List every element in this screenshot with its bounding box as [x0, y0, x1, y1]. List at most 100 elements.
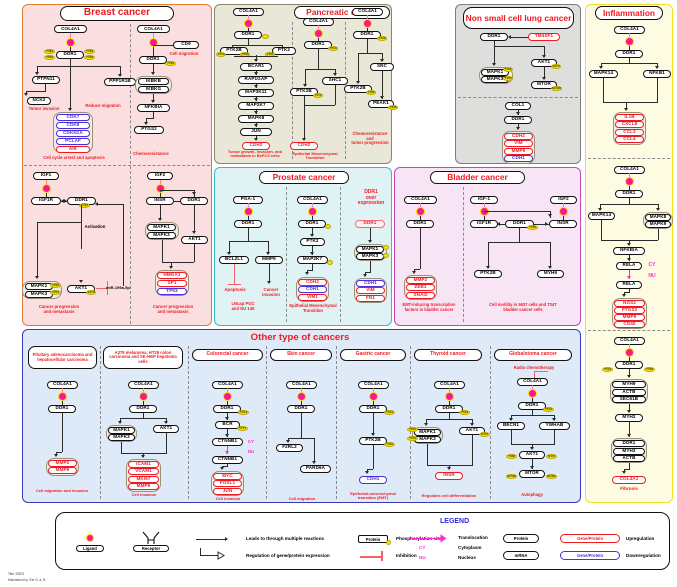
- node-ptk2[interactable]: PTK2: [300, 238, 325, 246]
- node-mapk8[interactable]: MAPK8: [645, 213, 671, 221]
- node-mtor[interactable]: MTOR: [531, 81, 557, 89]
- node-snai2[interactable]: SNAI2: [406, 291, 435, 299]
- node-ddr1[interactable]: DDR1: [234, 31, 262, 39]
- node-map2k7[interactable]: MAP2K7: [238, 102, 274, 110]
- node-col4a1[interactable]: COL4A1: [137, 25, 170, 33]
- node-mmp9[interactable]: MMP9: [255, 256, 283, 264]
- node-cxcl8[interactable]: CXCL8: [615, 121, 644, 128]
- node-ddr1[interactable]: DDR1: [355, 220, 385, 228]
- node-ddr1[interactable]: DDR1: [304, 41, 332, 49]
- node-cdh1[interactable]: CDH1: [504, 155, 533, 162]
- node-ptk2b[interactable]: PTK2B: [359, 437, 387, 445]
- node-mapk1[interactable]: MAPK1: [147, 224, 176, 231]
- node-ddr1[interactable]: DDR1: [615, 50, 643, 58]
- node-cdk7[interactable]: CDK7: [56, 114, 90, 121]
- node-igf1r[interactable]: IGF1R: [470, 220, 498, 228]
- node-ddr1[interactable]: DDR1: [505, 220, 534, 228]
- node-pard6a[interactable]: PARD6A: [300, 465, 331, 473]
- node-ptk2b[interactable]: PTK2B: [220, 47, 248, 55]
- node-igf1[interactable]: IGF1: [33, 172, 59, 180]
- node-ddr1[interactable]: DDR1: [180, 197, 208, 205]
- node-igf2[interactable]: IGF2: [147, 172, 173, 180]
- node-ddr1[interactable]: DDR1: [56, 51, 84, 59]
- node-fosl1[interactable]: FOSL1: [213, 480, 242, 487]
- node-vim[interactable]: VIM: [504, 140, 533, 147]
- node-shc1[interactable]: SHC1: [322, 77, 348, 85]
- node-hmga1[interactable]: HMGA1: [157, 272, 187, 279]
- node-ppp1r1b[interactable]: PPP1R1B: [104, 78, 136, 86]
- node-insr[interactable]: INSR: [435, 472, 463, 480]
- node-ddr1[interactable]: DDR1: [139, 56, 167, 64]
- node-actb[interactable]: ACTB: [612, 388, 646, 396]
- node-ikbkb[interactable]: IKBKB: [138, 78, 169, 85]
- node-becn1[interactable]: BECN1: [497, 422, 525, 430]
- node-col4a1[interactable]: COL4A1: [612, 476, 646, 484]
- node-akt1[interactable]: AKT1: [153, 425, 179, 433]
- node-cdh1[interactable]: CDH1: [356, 279, 385, 287]
- node-mapk1[interactable]: MAPK1: [414, 428, 441, 436]
- node-ddr1[interactable]: DDR1: [435, 405, 463, 413]
- node-mapk3[interactable]: MAPK3: [25, 291, 53, 298]
- node-mmp2[interactable]: MMP2: [48, 459, 77, 467]
- node-ddr1[interactable]: DDR1: [129, 405, 157, 413]
- node-mmp9[interactable]: MMP9: [614, 313, 645, 321]
- node-f2rl2[interactable]: F2RL2: [276, 444, 303, 452]
- node-col4a1[interactable]: COL4A1: [54, 25, 87, 33]
- node-tm4sf1[interactable]: TM4SF1: [528, 33, 560, 41]
- node-map3k11[interactable]: MAP3K11: [238, 89, 274, 97]
- node-ptk2b[interactable]: PTK2B: [344, 85, 372, 93]
- node-cdh1[interactable]: CDH1: [298, 286, 327, 293]
- node-myh9[interactable]: MYH9: [612, 381, 646, 388]
- node-ddr1[interactable]: DDR1: [213, 405, 241, 413]
- node-myh9[interactable]: MYH9: [537, 270, 564, 278]
- node-fn1[interactable]: FN1: [356, 294, 385, 302]
- node-mapk3[interactable]: MAPK3: [356, 253, 384, 260]
- node-ptgs2[interactable]: PTGS2: [134, 126, 164, 134]
- node-ddr1[interactable]: DDR1: [613, 440, 645, 447]
- node-mapk14[interactable]: MAPK14: [589, 70, 618, 78]
- node-akt1[interactable]: AKT1: [519, 451, 545, 459]
- node-cd40[interactable]: CD40: [614, 320, 645, 328]
- node-cdk8[interactable]: CDK8: [56, 122, 90, 129]
- node-ptgs2[interactable]: PTGS2: [614, 306, 645, 314]
- node-ccl3[interactable]: CCL3: [615, 128, 644, 136]
- node-mmp2[interactable]: MMP2: [406, 276, 435, 284]
- node-mapk8[interactable]: MAPK8: [238, 115, 274, 123]
- node-nfkbia[interactable]: NFKBIA: [613, 247, 645, 255]
- node-ddr1[interactable]: DDR1: [480, 33, 508, 41]
- node-tp53[interactable]: TP53: [157, 288, 187, 295]
- node-mapk14[interactable]: MAPK14: [588, 212, 615, 220]
- node-ptk2[interactable]: PTK2: [272, 47, 296, 55]
- node-mapk1[interactable]: MAPK1: [25, 283, 53, 290]
- node-col1[interactable]: COL1: [505, 102, 531, 110]
- node-rela[interactable]: RELA: [616, 281, 642, 289]
- node-ctnnb1[interactable]: CTNNB1: [212, 456, 243, 464]
- node-src[interactable]: SRC: [370, 63, 394, 71]
- node-ikbkg[interactable]: IKBKG: [138, 86, 169, 93]
- node-ddr1[interactable]: DDR1: [48, 405, 76, 413]
- node-jun[interactable]: JUN: [213, 487, 242, 495]
- node-mapk3[interactable]: MAPK3: [414, 436, 441, 443]
- node-cdh1[interactable]: CDH1: [359, 476, 387, 484]
- node-insr[interactable]: INSR: [549, 220, 577, 228]
- node-vim[interactable]: VIM: [356, 287, 385, 294]
- node-ddr1[interactable]: DDR1: [287, 405, 315, 413]
- node-cdh2[interactable]: CDH2: [298, 278, 327, 286]
- node-akt1[interactable]: AKT1: [181, 236, 208, 244]
- node-vim1[interactable]: VIM1: [298, 293, 327, 301]
- node-nck2[interactable]: NCK2: [27, 97, 51, 105]
- node-myh2[interactable]: MYH2: [613, 447, 645, 455]
- node-bcr[interactable]: BCR: [215, 421, 240, 429]
- node-ddr1[interactable]: DDR1: [359, 405, 387, 413]
- node-mtor[interactable]: MTOR: [519, 470, 545, 478]
- node-ctnnb1[interactable]: CTNNB1: [212, 438, 243, 446]
- node-mapk9[interactable]: MAPK9: [645, 221, 671, 228]
- node-nos2[interactable]: NOS2: [614, 299, 645, 307]
- node-mmp9[interactable]: MMP9: [48, 467, 77, 474]
- node-icam1[interactable]: ICAM1: [128, 460, 159, 468]
- node-mmp9[interactable]: MMP9: [128, 483, 159, 490]
- node-ddr1[interactable]: DDR1: [504, 116, 532, 124]
- node-il1b[interactable]: IL1B: [615, 113, 644, 121]
- node-ywhab[interactable]: YWHAB: [539, 422, 570, 430]
- node-sec61b[interactable]: SEC61B: [612, 396, 646, 403]
